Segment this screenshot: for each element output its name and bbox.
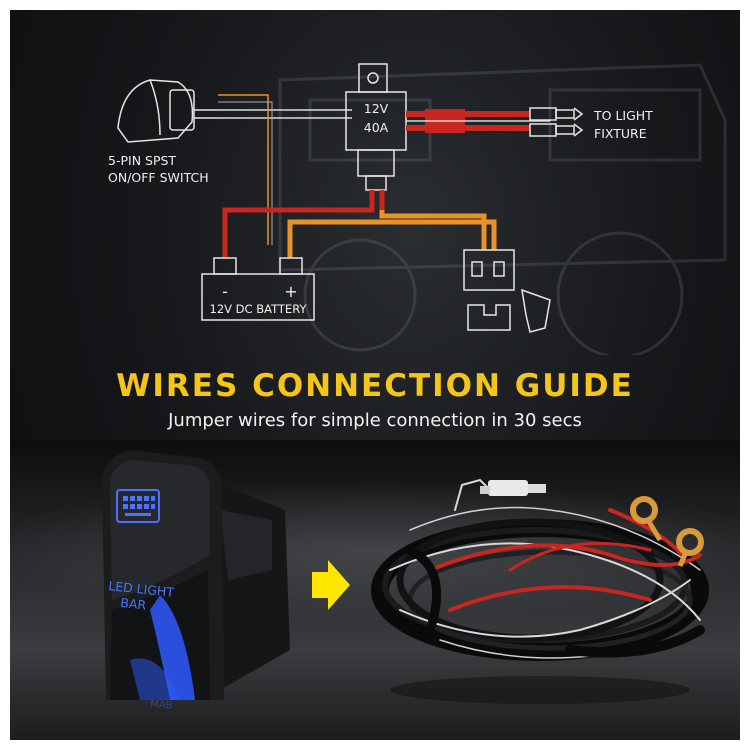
product-image-frame: 5-PIN SPST ON/OFF SWITCH 12V 40A: [10, 10, 740, 740]
ring-terminals: [630, 496, 704, 567]
battery-positive-wire: [287, 219, 497, 258]
wiring-diagram: 5-PIN SPST ON/OFF SWITCH 12V 40A: [108, 63, 727, 355]
harness-connector: [480, 480, 546, 496]
jeep-silhouette: [278, 63, 727, 355]
guide-subtitle: Jumper wires for simple connection in 30…: [168, 410, 582, 431]
battery: [201, 257, 315, 321]
relay-voltage: 12V: [364, 101, 389, 116]
wiring-harness: [371, 478, 709, 661]
relay: [345, 63, 407, 191]
light-output-wires: [406, 109, 550, 133]
fuse-holder: [463, 249, 551, 333]
switch-back-text: MAB: [150, 699, 173, 712]
battery-negative-wire: [222, 190, 375, 258]
led-rocker-switch: LED LIGHT BAR MAB: [102, 450, 290, 712]
battery-label: 12V DC BATTERY: [210, 302, 308, 316]
product-photos: LED LIGHT BAR MAB: [102, 450, 709, 712]
switch-text-line1: LED LIGHT: [108, 578, 175, 600]
light-label-line2: FIXTURE: [594, 126, 647, 141]
light-label-line1: TO LIGHT: [593, 108, 653, 123]
arrow-right-icon: [312, 560, 350, 610]
rocker-switch-outline: [117, 79, 218, 143]
led-light-bar-icon: [116, 489, 160, 523]
battery-minus-sign: -: [222, 282, 228, 301]
battery-plus-sign: +: [284, 282, 297, 301]
guide-title: WIRES CONNECTION GUIDE: [116, 368, 634, 404]
switch-label-line2: ON/OFF SWITCH: [108, 170, 209, 185]
switch-label-line1: 5-PIN SPST: [108, 153, 176, 168]
switch-wires: [218, 94, 352, 245]
harness-reflection: [390, 676, 690, 704]
light-connector: [529, 107, 584, 137]
relay-amperage: 40A: [364, 120, 389, 135]
switch-text-line2: BAR: [120, 595, 148, 613]
